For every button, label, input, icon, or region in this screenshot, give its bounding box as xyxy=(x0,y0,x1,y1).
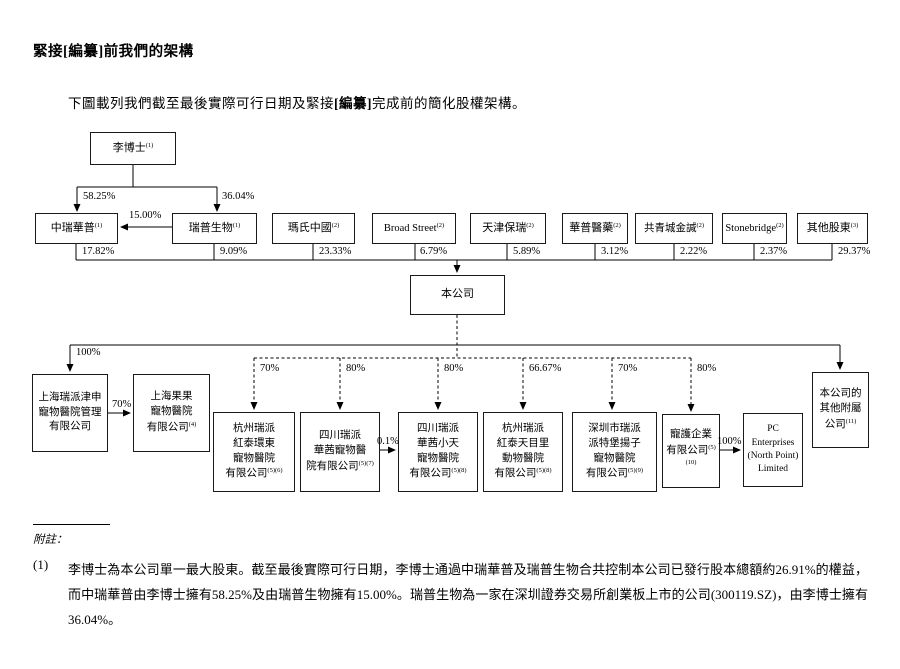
node-chonghu-enterprises-note: (5)(10) xyxy=(685,443,716,467)
footnote-1-number: (1) xyxy=(33,557,49,572)
node-gongqingcheng-jinxian: 共青城金諴(2) xyxy=(635,213,713,244)
pct-dashed-xiaotian: 80% xyxy=(444,363,464,374)
node-chonghu-enterprises: 寵護企業 有限公司(5)(10) xyxy=(662,414,720,488)
node-company-label: 本公司 xyxy=(441,288,474,301)
node-other-shareholders-note: (3) xyxy=(850,221,859,229)
node-mars-china-note: (2) xyxy=(331,221,340,229)
node-shanghai-jinshen-label: 上海瑞派津申 寵物醫院管理 有限公司 xyxy=(38,391,102,433)
pct-holding-huapu: 3.12% xyxy=(601,246,629,257)
pct-holding-ruipu: 9.09% xyxy=(220,246,248,257)
node-sichuan-huaqian-xiaotian: 四川瑞派 華茜小天 寵物醫院 有限公司(5)(8) xyxy=(398,412,478,492)
pct-li-to-zhongrui: 58.25% xyxy=(83,191,116,202)
node-li-boshi: 李博士(1) xyxy=(90,132,176,165)
node-broad-street: Broad Street(2) xyxy=(372,213,456,244)
pct-company-to-jinshen: 100% xyxy=(76,347,101,358)
footnote-heading: 附註： xyxy=(33,534,68,546)
pct-chonghu-to-pc: 100% xyxy=(717,436,742,447)
node-huapu-yiyao-note: (2) xyxy=(613,221,621,229)
node-shanghai-guoguo-label: 上海果果 寵物醫院 有限公司 xyxy=(146,391,193,433)
node-sichuan-huaqian-note: (5)(7) xyxy=(358,459,374,467)
node-hangzhou-hongtai-tianmuli-label: 杭州瑞派 紅泰天目里 動物醫院 有限公司 xyxy=(494,423,550,480)
node-sichuan-huaqian-xiaotian-note: (5)(8) xyxy=(451,467,467,475)
node-stonebridge-note: (2) xyxy=(776,221,784,229)
pct-jinshen-to-guoguo: 70% xyxy=(112,399,132,410)
node-hangzhou-hongtai-tianmuli-note: (5)(8) xyxy=(536,467,552,475)
node-shenzhen-pateburg-yangzi-note: (5)(9) xyxy=(627,467,644,475)
node-mars-china: 瑪氏中國(2) xyxy=(272,213,355,244)
node-zhongrui-huapu-note: (1) xyxy=(94,221,103,229)
node-tianjin-baorui-label: 天津保瑞 xyxy=(482,221,527,234)
pct-dashed-shenzhen: 70% xyxy=(618,363,638,374)
node-hangzhou-hongtai-huandong-note: (5)(6) xyxy=(267,467,283,475)
node-other-subsidiaries: 本公司的 其他附屬 公司(11) xyxy=(812,372,869,448)
pct-huaqian-to-xiaotian: 0.1% xyxy=(377,436,399,447)
node-other-subsidiaries-label: 本公司的 其他附屬 公司 xyxy=(819,388,862,430)
node-shanghai-jinshen: 上海瑞派津申 寵物醫院管理 有限公司 xyxy=(32,374,108,452)
pct-holding-zhongrui: 17.82% xyxy=(82,246,115,257)
node-other-subsidiaries-note: (11) xyxy=(845,417,857,425)
node-huapu-yiyao: 華普醫藥(2) xyxy=(562,213,628,244)
node-ruipu-shengwu-note: (1) xyxy=(232,221,241,229)
node-huapu-yiyao-label: 華普醫藥 xyxy=(569,221,614,234)
pct-li-to-ruipu: 36.04% xyxy=(222,191,255,202)
node-shenzhen-pateburg-yangzi: 深圳市瑞派 派特堡揚子 寵物醫院 有限公司(5)(9) xyxy=(572,412,657,492)
node-tianjin-baorui: 天津保瑞(2) xyxy=(470,213,546,244)
node-other-shareholders: 其他股東(3) xyxy=(797,213,868,244)
intro-redacted: [編纂] xyxy=(334,96,372,111)
node-stonebridge-label: Stonebridge xyxy=(725,222,777,234)
node-shanghai-guoguo-note: (4) xyxy=(188,420,197,428)
footnote-1-text: 李博士為本公司單一最大股東。截至最後實際可行日期，李博士通過中瑞華普及瑞普生物合… xyxy=(68,562,868,627)
node-pc-enterprises: PC Enterprises (North Point) Limited xyxy=(743,413,803,487)
intro-paragraph: 下圖載列我們截至最後實際可行日期及緊接[編纂]完成前的簡化股權架構。 xyxy=(68,92,526,112)
node-stonebridge: Stonebridge(2) xyxy=(722,213,787,244)
pct-dashed-huandong: 70% xyxy=(260,363,280,374)
node-li-boshi-label: 李博士 xyxy=(112,141,146,154)
node-sichuan-huaqian-label: 四川瑞派 華茜寵物醫 院有限公司 xyxy=(306,430,367,472)
pct-holding-gongqingcheng: 2.22% xyxy=(680,246,708,257)
node-zhongrui-huapu-label: 中瑞華普 xyxy=(50,221,95,234)
node-sichuan-huaqian-xiaotian-label: 四川瑞派 華茜小天 寵物醫院 有限公司 xyxy=(409,423,459,480)
node-chonghu-enterprises-label: 寵護企業 有限公司 xyxy=(666,428,712,456)
node-hangzhou-hongtai-huandong: 杭州瑞派 紅泰環東 寵物醫院 有限公司(5)(6) xyxy=(213,412,295,492)
node-gongqingcheng-jinxian-label: 共青城金諴 xyxy=(643,222,697,234)
node-shenzhen-pateburg-yangzi-label: 深圳市瑞派 派特堡揚子 寵物醫院 有限公司 xyxy=(585,423,641,480)
node-hangzhou-hongtai-tianmuli: 杭州瑞派 紅泰天目里 動物醫院 有限公司(5)(8) xyxy=(483,412,563,492)
node-pc-enterprises-label: PC Enterprises (North Point) Limited xyxy=(747,424,799,475)
node-gongqingcheng-jinxian-note: (2) xyxy=(696,221,705,229)
node-other-shareholders-label: 其他股東 xyxy=(806,221,851,234)
node-sichuan-huaqian: 四川瑞派 華茜寵物醫 院有限公司(5)(7) xyxy=(300,412,380,492)
pct-holding-broadstreet: 6.79% xyxy=(420,246,448,257)
node-shanghai-guoguo: 上海果果 寵物醫院 有限公司(4) xyxy=(133,374,210,452)
pct-dashed-huaqian: 80% xyxy=(346,363,366,374)
pct-holding-mars: 23.33% xyxy=(319,246,352,257)
pct-holding-stonebridge: 2.37% xyxy=(760,246,788,257)
node-ruipu-shengwu-label: 瑞普生物 xyxy=(188,221,233,234)
node-zhongrui-huapu: 中瑞華普(1) xyxy=(35,213,118,244)
node-mars-china-label: 瑪氏中國 xyxy=(287,221,332,234)
pct-ruipu-to-zhongrui: 15.00% xyxy=(129,210,162,221)
node-broad-street-note: (2) xyxy=(436,221,445,229)
intro-post: 完成前的簡化股權架構。 xyxy=(372,96,526,111)
pct-holding-tianjinbaorui: 5.89% xyxy=(513,246,541,257)
pct-dashed-chonghu: 80% xyxy=(697,363,717,374)
page-title: 緊接[編纂]前我們的架構 xyxy=(33,44,194,60)
node-hangzhou-hongtai-huandong-label: 杭州瑞派 紅泰環東 寵物醫院 有限公司 xyxy=(225,423,275,480)
pct-holding-others: 29.37% xyxy=(838,246,871,257)
pct-dashed-tianmuli: 66.67% xyxy=(529,363,562,374)
node-tianjin-baorui-note: (2) xyxy=(526,221,534,229)
node-ruipu-shengwu: 瑞普生物(1) xyxy=(172,213,257,244)
footnote-divider xyxy=(33,524,110,525)
node-company: 本公司 xyxy=(410,275,505,315)
node-li-boshi-note: (1) xyxy=(145,141,154,149)
node-broad-street-label: Broad Street xyxy=(383,222,437,234)
intro-pre: 下圖載列我們截至最後實際可行日期及緊接 xyxy=(68,96,334,111)
